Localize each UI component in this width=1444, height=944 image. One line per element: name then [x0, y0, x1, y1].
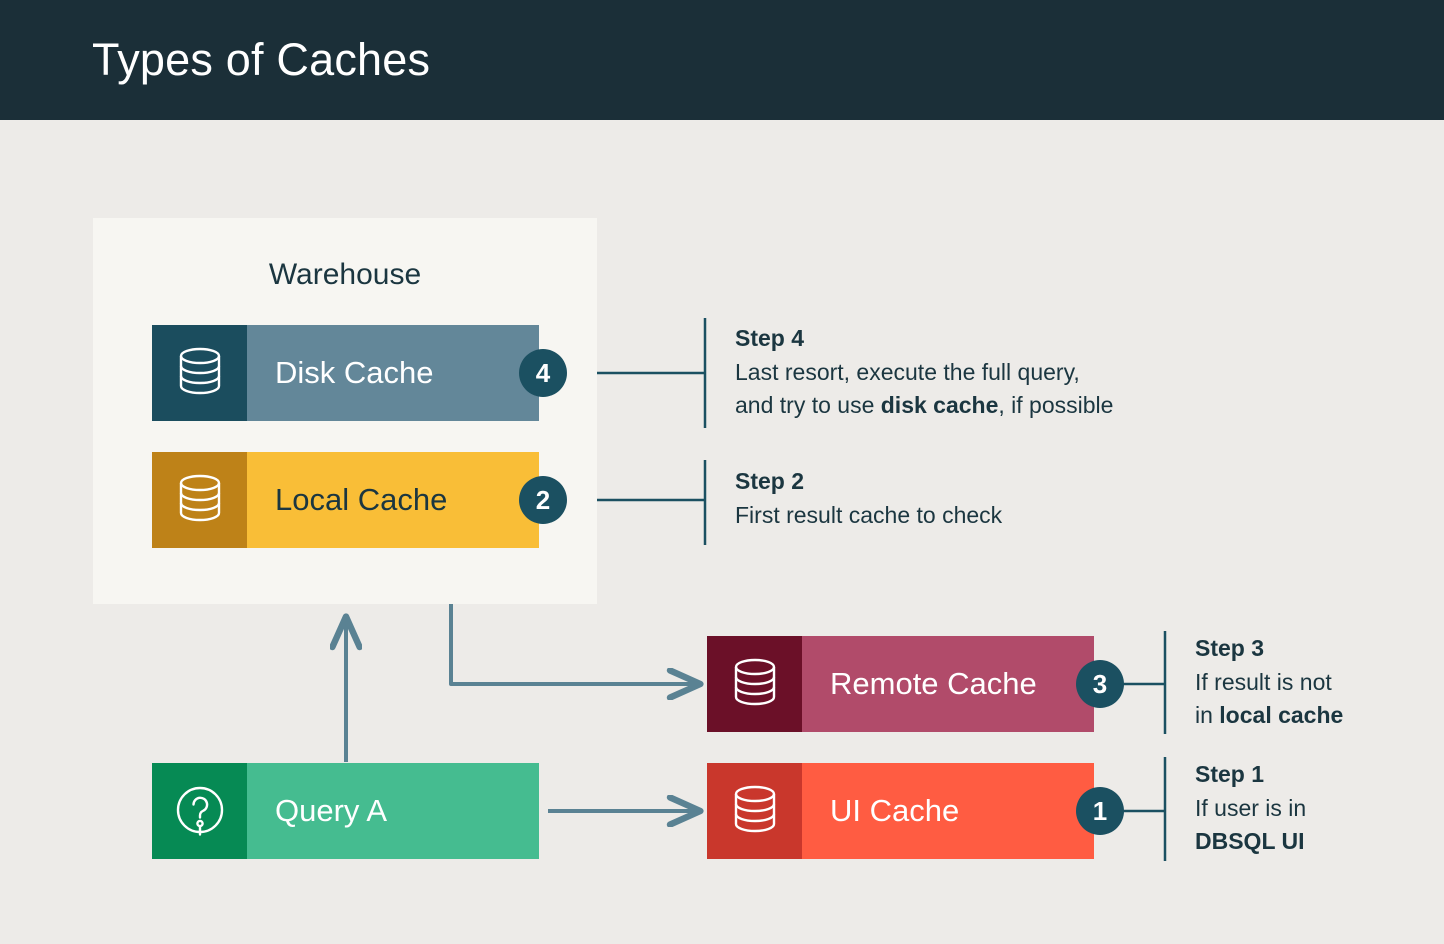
step-description-3: Step 3 If result is not in local cache — [1195, 635, 1435, 732]
node-ui-cache[interactable]: UI Cache — [707, 763, 1094, 859]
node-body: Remote Cache — [802, 636, 1094, 732]
node-label: Query A — [275, 793, 387, 828]
database-icon — [707, 763, 802, 859]
node-disk-cache[interactable]: Disk Cache — [152, 325, 539, 421]
question-circle-icon — [152, 763, 247, 859]
step3-line2-bold: local cache — [1219, 702, 1344, 728]
node-label: Disk Cache — [275, 355, 434, 390]
node-label: UI Cache — [830, 793, 960, 828]
step3-line1: If result is not — [1195, 669, 1332, 695]
node-body: UI Cache — [802, 763, 1094, 859]
step-title: Step 3 — [1195, 635, 1265, 661]
step-description-1: Step 1 If user is in DBSQL UI — [1195, 761, 1435, 858]
warehouse-label: Warehouse — [268, 258, 422, 291]
database-icon — [152, 452, 247, 548]
step4-line2-suffix: , if possible — [998, 392, 1114, 418]
step-title: Step 1 — [1195, 761, 1265, 787]
step-body: Last resort, execute the full query, and… — [735, 356, 1235, 422]
database-icon — [152, 325, 247, 421]
step2-line1: First result cache to check — [735, 502, 1003, 528]
step-title: Step 4 — [735, 325, 805, 351]
step4-line1: Last resort, execute the full query, — [735, 359, 1080, 385]
step-body: If result is not in local cache — [1195, 666, 1435, 732]
node-body: Local Cache — [247, 452, 539, 548]
page-title: Types of Caches — [92, 34, 431, 85]
node-body: Query A — [247, 763, 539, 859]
node-remote-cache[interactable]: Remote Cache — [707, 636, 1094, 732]
step3-line2-prefix: in — [1195, 702, 1220, 728]
node-label: Remote Cache — [830, 666, 1037, 701]
node-local-cache[interactable]: Local Cache — [152, 452, 539, 548]
step-badge-3[interactable]: 3 — [1076, 660, 1124, 708]
step1-line2: DBSQL UI — [1195, 828, 1305, 854]
step-badge-2[interactable]: 2 — [519, 476, 567, 524]
step-body: If user is in DBSQL UI — [1195, 792, 1435, 858]
step4-line2-prefix: and try to use — [735, 392, 881, 418]
header-bar: Types of Caches — [0, 0, 1444, 120]
step-badge-4[interactable]: 4 — [519, 349, 567, 397]
database-icon — [707, 636, 802, 732]
step-description-2: Step 2 First result cache to check — [735, 468, 1175, 532]
step1-line1: If user is in — [1195, 795, 1307, 821]
node-body: Disk Cache — [247, 325, 539, 421]
node-query-a[interactable]: Query A — [152, 763, 539, 859]
step4-line2-bold: disk cache — [880, 392, 999, 418]
step-description-4: Step 4 Last resort, execute the full que… — [735, 325, 1235, 422]
step-body: First result cache to check — [735, 499, 1175, 532]
node-label: Local Cache — [275, 482, 448, 517]
step-title: Step 2 — [735, 468, 805, 494]
step-badge-1[interactable]: 1 — [1076, 787, 1124, 835]
